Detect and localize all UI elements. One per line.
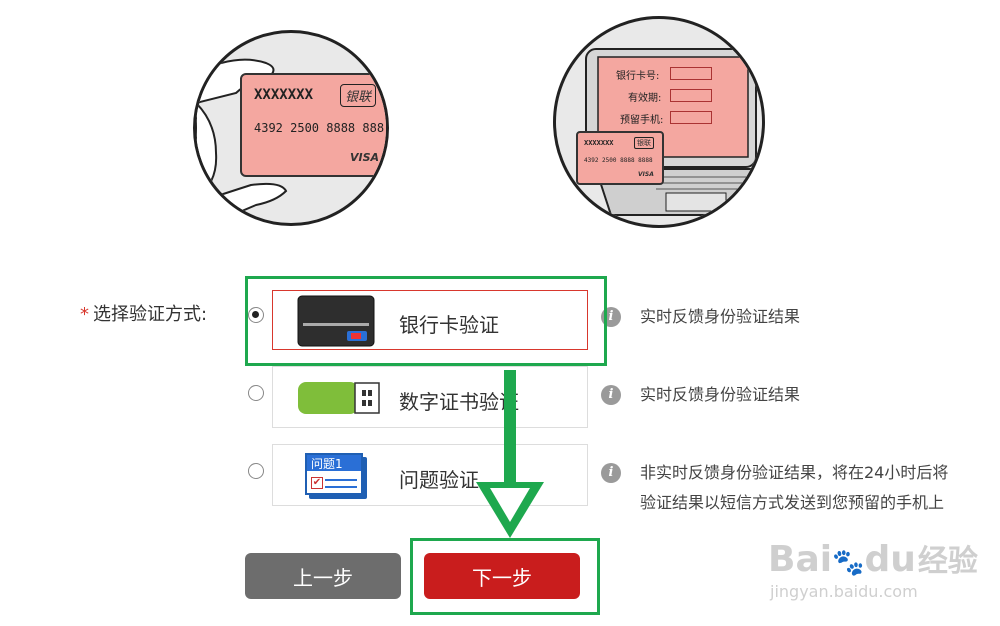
radio-bank-card[interactable] — [248, 307, 264, 323]
laptop-illustration: 银行卡号: 有效期: 预留手机: XXXXXXX 银联 4392 2500 88… — [553, 16, 765, 228]
field-phone-label: 预留手机: — [620, 115, 664, 126]
card-number-text: 4392 2500 8888 888 — [254, 121, 385, 135]
paw-icon: 🐾 — [832, 548, 865, 578]
bank-card-large: XXXXXXX 银联 4392 2500 8888 888 VISA — [240, 73, 386, 177]
option-digital-cert[interactable]: 数字证书验证 — [272, 366, 588, 428]
option-digital-cert-info: 实时反馈身份验证结果 — [640, 385, 801, 404]
next-step-button[interactable]: 下一步 — [424, 553, 580, 599]
hand-graphic — [196, 58, 288, 223]
down-arrow-icon — [476, 370, 544, 538]
radio-question[interactable] — [248, 463, 264, 479]
usb-key-icon — [298, 382, 380, 414]
info-icon: i — [601, 307, 621, 327]
small-unionpay-logo: 银联 — [634, 137, 654, 149]
option-question-info-line2: 验证结果以短信方式发送到您预留的手机上 — [640, 493, 945, 512]
question-badge-text: 问题1 — [311, 457, 343, 471]
visa-text: VISA — [350, 151, 380, 164]
question-card-header — [307, 455, 361, 471]
option-question-label: 问题验证 — [399, 468, 479, 492]
bank-card-small: XXXXXXX 银联 4392 2500 8888 8888 VISA — [576, 131, 664, 185]
verification-method-label: *选择验证方式: — [80, 300, 207, 326]
option-bank-card[interactable]: 银行卡验证 — [272, 290, 588, 350]
option-bank-card-info: 实时反馈身份验证结果 — [640, 307, 801, 326]
option-bank-card-label: 银行卡验证 — [399, 313, 499, 337]
watermark-url: jingyan.baidu.com — [770, 582, 918, 601]
verification-method-text: 选择验证方式: — [93, 304, 208, 325]
watermark-brand: Bai — [768, 539, 833, 580]
small-card-number-text: 4392 2500 8888 8888 — [584, 157, 653, 164]
question-line-2 — [325, 486, 357, 488]
field-expiry-box — [670, 89, 712, 102]
prev-step-button[interactable]: 上一步 — [245, 553, 401, 599]
question-card-front: 问题1 ✔ — [305, 453, 363, 495]
info-icon: i — [601, 385, 621, 405]
card-hand-illustration: XXXXXXX 银联 4392 2500 8888 888 VISA — [193, 30, 389, 226]
watermark-product: 经验 — [917, 544, 978, 579]
info-icon: i — [601, 463, 621, 483]
question-card-icon: 问题1 ✔ — [305, 453, 367, 499]
option-question-info-line1: 非实时反馈身份验证结果，将在24小时后将 — [640, 463, 949, 482]
small-visa-text: VISA — [638, 171, 654, 178]
field-card-no-label: 银行卡号: — [616, 71, 660, 82]
small-card-holder-text: XXXXXXX — [584, 139, 614, 147]
option-digital-cert-label: 数字证书验证 — [399, 390, 519, 414]
question-line-1 — [325, 479, 357, 481]
unionpay-logo: 银联 — [340, 84, 377, 107]
baidu-watermark: Bai🐾du经验 — [768, 536, 978, 580]
radio-digital-cert[interactable] — [248, 385, 264, 401]
field-card-no-box — [670, 67, 712, 80]
required-mark: * — [80, 304, 89, 325]
bank-card-icon — [297, 295, 375, 347]
field-phone-box — [670, 111, 712, 124]
field-expiry-label: 有效期: — [628, 93, 662, 104]
checkbox-checked-icon: ✔ — [311, 477, 323, 489]
watermark-brand-suffix: du — [864, 539, 916, 580]
card-holder-text: XXXXXXX — [254, 87, 314, 103]
